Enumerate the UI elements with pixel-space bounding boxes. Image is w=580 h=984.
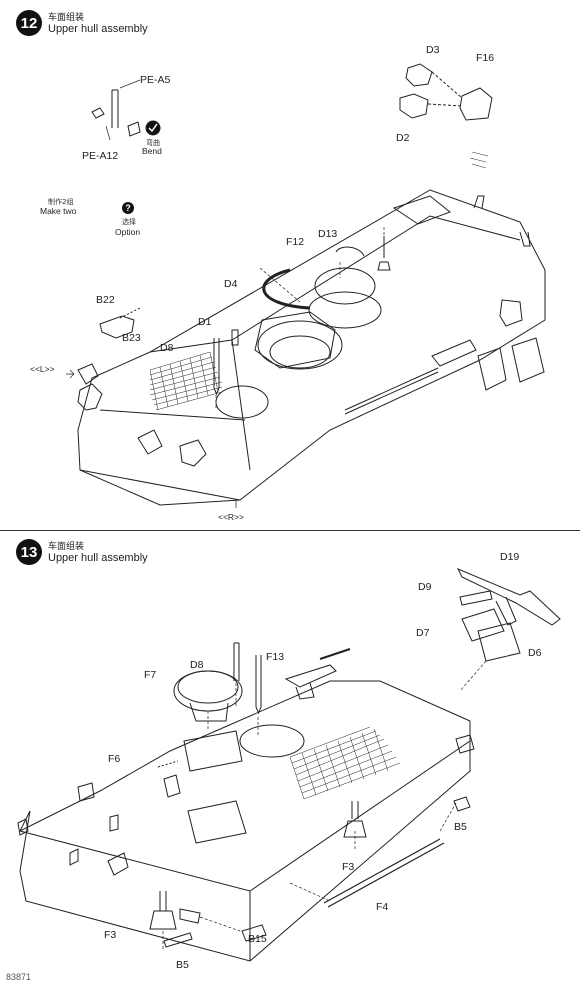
label-b15: B15 [248,933,267,945]
label-f6: F6 [108,753,121,765]
label-d1: D1 [198,316,212,328]
label-f16: F16 [476,52,495,64]
page-code: 83871 [6,972,32,982]
label-f3-center: F3 [342,861,355,873]
label-d9: D9 [418,581,432,593]
step-title-cn: 车面组装 [48,13,85,23]
label-option: Option [115,227,141,237]
step-divider [0,530,580,531]
label-d13: D13 [318,228,338,240]
label-d6: D6 [528,647,542,659]
step-13-panel: 13 车面组装 Upper hull assembly [0,531,580,984]
label-pe-a12: PE-A12 [82,150,119,162]
step-12-panel: 12 车面组装 Upper hull assembly [16,10,546,522]
label-d19: D19 [500,551,520,563]
label-f13: F13 [266,651,285,663]
label-bend-cn: 弯曲 [146,139,160,147]
step-number: 12 [20,14,38,32]
upper-hull-diagram-13 [17,568,561,962]
label-b5-right: B5 [454,821,467,833]
step-number-badge: 13 [16,539,42,565]
label-right-view: <<R>> [218,512,244,522]
upper-hull-diagram-12 [66,63,546,508]
label-f3-left: F3 [104,929,117,941]
label-d4: D4 [224,278,238,290]
label-b22: B22 [96,294,115,306]
label-d8: D8 [190,659,204,671]
label-d7: D7 [416,627,430,639]
label-d8: D8 [160,342,174,354]
label-bend: Bend [142,146,162,156]
label-left-view: <<L>> [30,364,55,374]
step-title-cn: 车面组装 [48,542,85,552]
step-number: 13 [20,543,38,561]
step-number-badge: 12 [16,10,42,36]
label-pe-a5: PE-A5 [140,74,171,86]
label-d3: D3 [426,44,440,56]
question-icon: ? [122,202,134,214]
label-f12: F12 [286,236,305,248]
label-option-cn: 选择 [122,218,136,226]
label-f4: F4 [376,901,389,913]
label-make-two: Make two [40,206,77,216]
step-title: Upper hull assembly [48,552,148,564]
label-make-two-cn: 制作2组 [48,198,74,206]
label-d2: D2 [396,132,410,144]
label-f7: F7 [144,669,157,681]
step-title: Upper hull assembly [48,23,148,35]
label-b5-bottom: B5 [176,959,189,971]
label-b23: B23 [122,332,141,344]
